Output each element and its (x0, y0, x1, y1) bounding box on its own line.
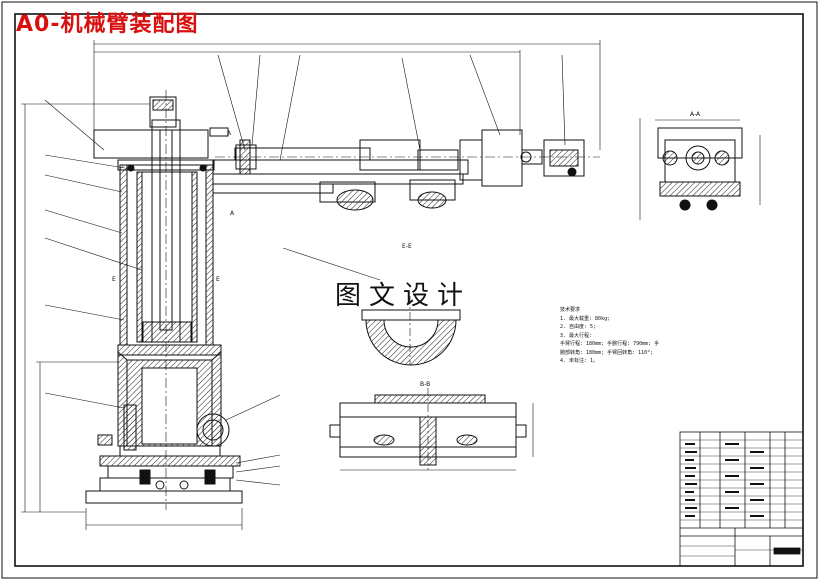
parts-list-entries (685, 443, 764, 517)
notes-heading: 技术要求 (560, 307, 581, 313)
section-b-b-view (329, 388, 534, 471)
section-mark-e-left: E (112, 276, 116, 283)
arm-leaders (217, 50, 566, 161)
notes-line-5: 腕部转角: 180mm; 手臂回转角: 110°; (560, 349, 654, 356)
main-assembly-view (85, 90, 243, 510)
section-label-aa: A-A (690, 111, 701, 118)
notes-line-6: 4. 未标注: 1。 (560, 358, 599, 364)
section-e-e-view (282, 247, 461, 366)
section-mark-a-bottom: A (230, 210, 235, 217)
technical-notes: 技术要求 1. 最大载重: 80kg; 2. 自由度: 5; 3. 最大行程: … (560, 306, 659, 366)
notes-line-3: 3. 最大行程: (560, 332, 593, 339)
section-a-a-view (639, 118, 761, 220)
drawing-title: A0-机械臂装配图 (16, 12, 199, 37)
notes-line-1: 1. 最大载重: 80kg; (560, 315, 611, 322)
section-mark-a-top: A (227, 130, 232, 137)
section-label-ee: E-E (402, 243, 412, 250)
section-label-bb: B-B (420, 381, 431, 388)
notes-line-4: 手臂行程: 180mm; 手腕行程: 790mm; 手 (560, 341, 660, 347)
arm-assembly (212, 129, 600, 211)
watermark-text: 图文设计 (335, 281, 472, 311)
inner-border (14, 13, 804, 567)
section-mark-e-right: E (216, 276, 220, 283)
parts-list-table (679, 431, 804, 567)
notes-line-2: 2. 自由度: 5; (560, 324, 597, 330)
callout-leaders (44, 99, 281, 486)
left-dimensions (21, 40, 601, 530)
